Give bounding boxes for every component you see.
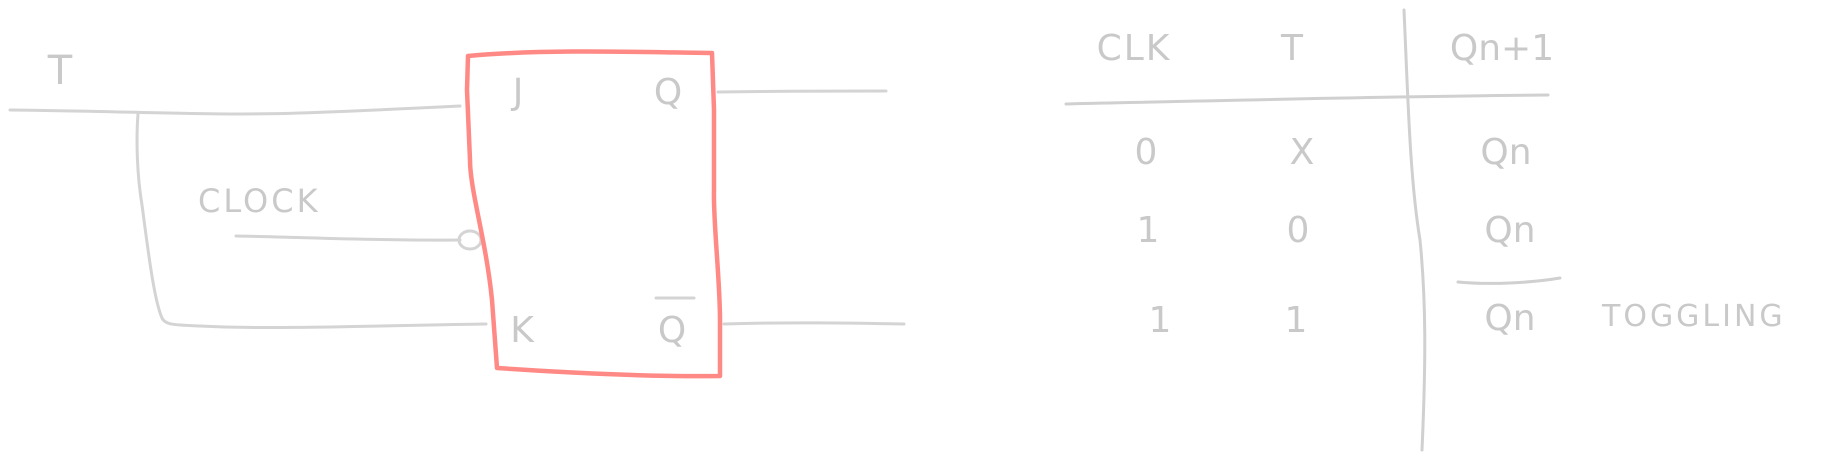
flip-flop-body (464, 49, 723, 379)
k-pin-label: K (510, 310, 535, 351)
header-clk: CLK (1097, 28, 1172, 69)
clock-wire (234, 234, 462, 242)
table-column-rule (1402, 8, 1427, 452)
q-output-wire (716, 89, 888, 94)
header-t: T (1280, 28, 1304, 69)
q-bar-pin-label: Q (658, 310, 686, 351)
row3-q: Qn (1484, 298, 1535, 339)
clock-label: CLOCK (198, 182, 321, 220)
row1-clk: 0 (1135, 132, 1158, 173)
row1-t: X (1290, 132, 1315, 173)
header-q-next: Qn+1 (1450, 28, 1554, 69)
row3-clk: 1 (1149, 300, 1172, 341)
circuit: T CLOCK J K Q Q (8, 48, 906, 379)
row2-clk: 1 (1137, 210, 1160, 251)
row3-note: TOGGLING (1601, 299, 1786, 334)
row2-q: Qn (1484, 210, 1535, 251)
j-pin-label: J (511, 72, 524, 113)
row2-t: 0 (1287, 210, 1310, 251)
truth-table: CLK T Qn+1 0 X Qn 1 0 Qn 1 1 Qn TOGGLING (1064, 8, 1786, 452)
row3-t: 1 (1285, 300, 1308, 341)
t-branch-wire (135, 112, 488, 330)
t-input-label: T (47, 48, 73, 94)
q-bar-output-wire (722, 321, 906, 326)
clock-pin (457, 229, 483, 251)
t-input-wire (8, 104, 462, 116)
q-pin-label: Q (654, 72, 682, 113)
row1-q: Qn (1480, 132, 1531, 173)
row3-q-bar-overline (1456, 276, 1562, 285)
table-header-rule (1064, 93, 1550, 106)
